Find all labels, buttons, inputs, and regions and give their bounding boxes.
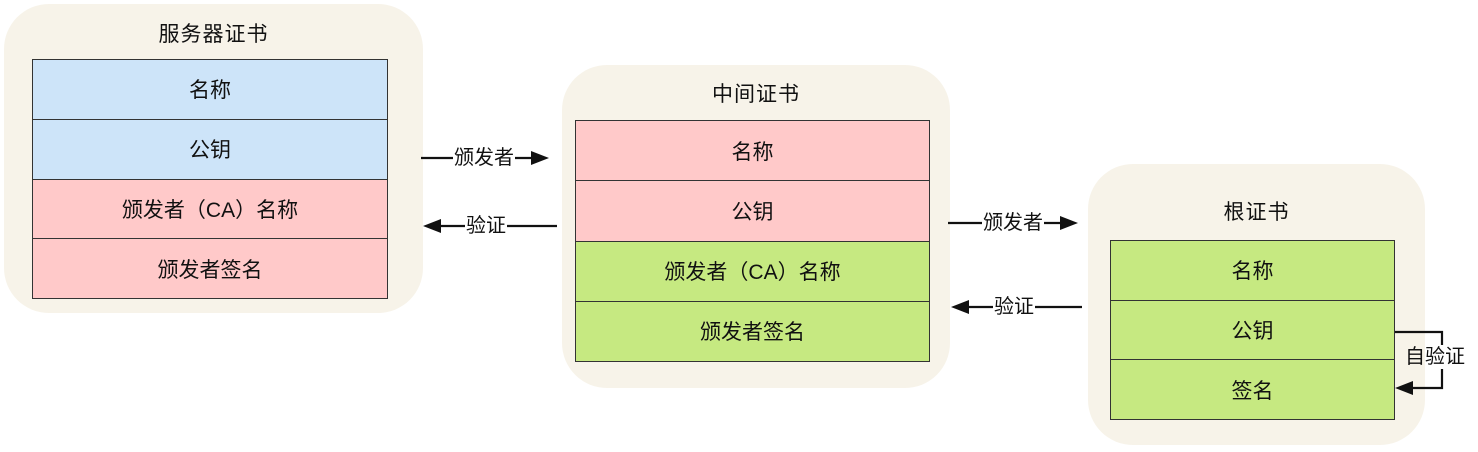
issuer-arrow-label-2: 颁发者 <box>982 212 1044 234</box>
cert-row-public-key: 公钥 <box>33 118 387 179</box>
cert-row-issuer-name: 颁发者（CA）名称 <box>33 178 387 239</box>
cert-row-name: 名称 <box>33 60 387 119</box>
certificate-table-root: 名称 公钥 签名 <box>1110 240 1395 420</box>
certificate-table-server: 名称 公钥 颁发者（CA）名称 颁发者签名 <box>32 59 388 299</box>
certificate-title-root: 根证书 <box>1223 201 1290 224</box>
certificate-title-intermediate: 中间证书 <box>712 83 800 106</box>
certificate-title-server: 服务器证书 <box>158 23 269 46</box>
certificate-table-intermediate: 名称 公钥 颁发者（CA）名称 颁发者签名 <box>575 120 930 362</box>
verify-arrow-label-2: 验证 <box>993 296 1035 318</box>
cert-row-issuer-signature: 颁发者签名 <box>33 238 387 298</box>
cert-row-public-key: 公钥 <box>1111 299 1394 360</box>
cert-row-name: 名称 <box>576 121 929 181</box>
self-verify-label: 自验证 <box>1405 346 1465 368</box>
cert-row-issuer-name: 颁发者（CA）名称 <box>576 240 929 301</box>
cert-row-signature: 签名 <box>1111 359 1394 420</box>
issuer-arrow-label-1: 颁发者 <box>453 147 515 169</box>
cert-row-name: 名称 <box>1111 241 1394 300</box>
verify-arrow-label-1: 验证 <box>465 215 507 237</box>
cert-row-public-key: 公钥 <box>576 180 929 241</box>
cert-row-issuer-signature: 颁发者签名 <box>576 300 929 361</box>
